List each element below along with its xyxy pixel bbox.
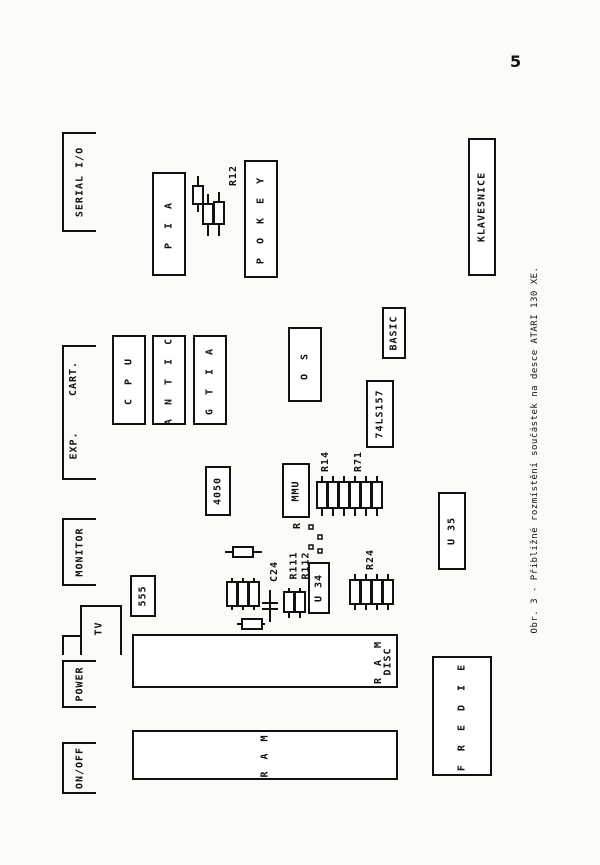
small-pads: [308, 524, 323, 554]
cpu-chip: C P U: [112, 335, 146, 425]
74ls157-chip: 74LS157: [366, 380, 394, 448]
power-port: POWER: [62, 660, 96, 708]
tv-port-step: [62, 635, 82, 655]
ram-bank: R A M: [132, 730, 398, 780]
mmu-chip: MMU: [282, 463, 310, 518]
555-chip: 555: [130, 575, 156, 617]
r71-label: R71: [353, 450, 365, 473]
gtia-chip: G T I A: [193, 335, 227, 425]
pokey-chip: P O K E Y: [244, 160, 278, 278]
tv-port: TV: [62, 605, 122, 655]
r14-label: R14: [320, 450, 332, 473]
resistor-cluster: [225, 546, 265, 630]
exp-port: [62, 415, 96, 480]
fredie-chip: F R E D I E: [432, 656, 492, 776]
r111-r112-resistors: [283, 588, 306, 618]
tv-port-outline: [80, 605, 122, 655]
basic-chip: BASIC: [382, 307, 406, 359]
r24-resistor-array: [349, 574, 394, 610]
r111-label: R111: [288, 551, 300, 580]
c24-label: C24: [269, 560, 281, 583]
klavesnice-connector: KLAVESNICE: [468, 138, 496, 276]
cart-port: [62, 345, 96, 415]
os-chip: O S: [288, 327, 322, 402]
r12-label: R12: [228, 164, 240, 187]
onoff-port: ON/OFF: [62, 742, 96, 794]
4050-chip: 4050: [205, 466, 231, 516]
page-number: 5: [510, 52, 522, 71]
r12-resistor-group: [192, 176, 225, 236]
r112-label: R112: [300, 551, 312, 580]
antic-chip: A N T I C: [152, 335, 186, 425]
serial-io-port: SERIAL I/O: [62, 132, 96, 232]
monitor-port: MONITOR: [62, 518, 96, 586]
u35-chip: U 35: [438, 492, 466, 570]
pia-chip: P I A: [152, 172, 186, 276]
c24-capacitor: [262, 590, 278, 622]
cart-exp-connector: CART. EXP.: [62, 345, 96, 480]
ram-disc-bank: R A M DISC: [132, 634, 398, 688]
r24-label: R24: [365, 548, 377, 571]
u34-chip: U 34: [308, 562, 330, 614]
r-label: R: [292, 521, 304, 530]
r14-r71-resistor-array: [316, 476, 383, 516]
